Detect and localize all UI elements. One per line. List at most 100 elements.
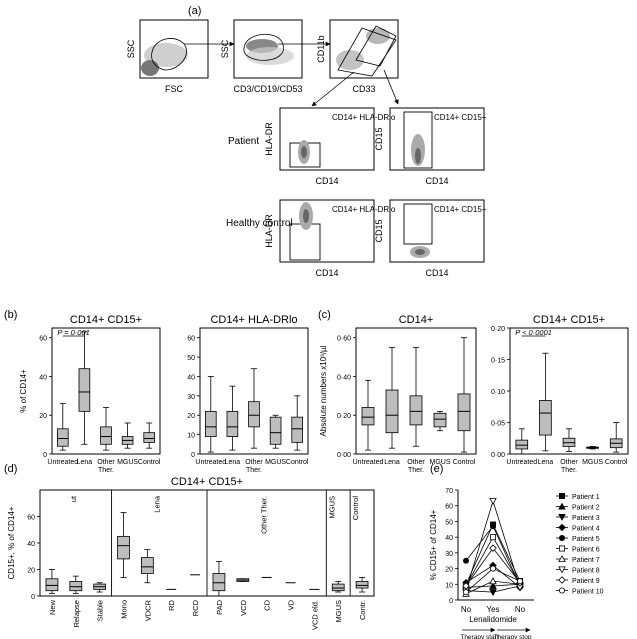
box (269, 416, 282, 445)
y-tick-label: 50 (445, 519, 453, 526)
flow-ylabel: HLA-DR (264, 214, 274, 248)
row-label-patient: Patient (228, 136, 259, 147)
legend-entry: Patient 5 (572, 536, 600, 543)
legend-marker (558, 576, 566, 584)
flow-gate-label: CD14+ HLA-DRlo (332, 205, 396, 214)
category-label: Untreated (506, 459, 537, 466)
data-point (489, 565, 496, 572)
flow-plot-fsc-ssc: FSC SSC (126, 19, 209, 94)
category-label: Other (245, 459, 263, 466)
flow-plot-lineage-ssc: CD3/CD19/CD53 SSC (220, 19, 303, 94)
data-point (489, 544, 497, 552)
flow-plot-healthy-cd15: CD14+ CD15+ CD14 CD15 (374, 199, 487, 278)
flow-plot-patient-hladr: CD14+ HLA-DRlo CD14 HLA-DR (264, 107, 396, 186)
category-label: Yes (486, 605, 499, 614)
flow-gate-label: CD14+ CD15+ (434, 205, 487, 214)
category-label: Ther. (561, 467, 577, 474)
panel-label-e: (e) (430, 463, 443, 475)
chart-title: CD14+ CD15+ (533, 314, 605, 326)
legend-marker (559, 492, 566, 499)
category-label: Stable (96, 600, 105, 621)
y-tick-label: 0·60 (337, 336, 351, 343)
legend-marker (559, 535, 566, 542)
category-label: New (48, 599, 57, 615)
data-point (462, 557, 469, 564)
flow-xlabel: CD33 (352, 84, 375, 94)
category-label: No (515, 605, 526, 614)
box (143, 432, 156, 443)
category-label: MGUS (117, 459, 138, 466)
y-tick-label: 60 (39, 336, 47, 343)
y-tick-label: 40 (187, 374, 195, 381)
category-label: Lena (225, 459, 241, 466)
y-tick-label: 0·05 (491, 421, 505, 428)
y-tick-label: 0·00 (337, 452, 351, 459)
flow-ylabel: HLA-DR (264, 122, 274, 156)
y-axis-label: Absolute numbers x10³/µl (319, 345, 328, 436)
significance-label: P = 0·001 (57, 328, 89, 337)
y-tick-label: 60 (445, 504, 453, 511)
flow-ylabel: SSC (220, 39, 230, 58)
legend-entry: Patient 10 (572, 589, 604, 596)
box (457, 393, 471, 432)
chart-title: CD14+ (399, 314, 434, 326)
therapy-stop-label: Therapy stop (494, 634, 532, 639)
chart-title: CD14+ CD15+ (70, 314, 142, 326)
box (331, 583, 345, 592)
legend-marker (558, 555, 566, 562)
flow-plot-patient-cd15: CD14+ CD15+ CD14 CD15 (374, 107, 487, 186)
flow-ylabel: CD11b (316, 35, 326, 62)
row-label-healthy: Healthy control (226, 218, 293, 229)
flow-xlabel: FSC (165, 84, 184, 94)
category-label: Other (560, 459, 578, 466)
y-tick-label: 0·15 (491, 358, 505, 365)
box (361, 407, 375, 426)
category-label: Lena (538, 459, 554, 466)
category-label: PAD (215, 599, 224, 614)
category-label: VDCR (143, 599, 152, 621)
category-label: VCD eld. (310, 600, 319, 630)
box (539, 400, 552, 436)
box-chart-b2: CD14+ HLA-DRlo0102030405060UntreatedLena… (187, 314, 309, 474)
y-tick-label: 0·20 (491, 326, 505, 333)
legend-entry: Patient 4 (572, 526, 600, 533)
category-label: Lena (77, 459, 93, 466)
category-label: MGUS (582, 459, 603, 466)
y-tick-label: 40 (445, 535, 453, 542)
legend-marker (558, 566, 566, 574)
category-label: VCD (239, 599, 248, 615)
y-tick-label: 30 (187, 394, 195, 401)
flow-gate-label: CD14+ CD15+ (434, 113, 487, 122)
category-label: Other (97, 459, 115, 466)
legend-entry: Patient 2 (572, 505, 600, 512)
group-label: Lena (152, 495, 161, 513)
plot-frame (355, 327, 477, 455)
category-label: Mono (120, 600, 129, 619)
y-tick-label: 50 (187, 355, 195, 362)
y-tick-label: 10 (445, 582, 453, 589)
category-label: MGUS (430, 459, 451, 466)
box (226, 410, 239, 437)
y-tick-label: 0·00 (491, 452, 505, 459)
box (291, 416, 303, 443)
data-point (489, 497, 497, 505)
group-label: MGUS (327, 496, 336, 519)
legend-entry: Patient 1 (572, 494, 600, 501)
category-label: MGUS (334, 600, 343, 623)
flow-xlabel: CD3/CD19/CD53 (233, 84, 302, 94)
plot-frame (51, 327, 161, 455)
panel-label-c: (c) (318, 309, 331, 321)
box (515, 439, 529, 450)
category-label: Control (453, 459, 476, 466)
y-axis-label: % CD15+ of CD14+ (429, 509, 438, 580)
category-label: Ther. (408, 467, 424, 474)
y-tick-label: 0 (191, 452, 195, 459)
y-tick-label: 0·20 (337, 413, 351, 420)
category-label: Control (138, 459, 161, 466)
data-point (489, 577, 497, 585)
legend-marker (559, 587, 566, 594)
